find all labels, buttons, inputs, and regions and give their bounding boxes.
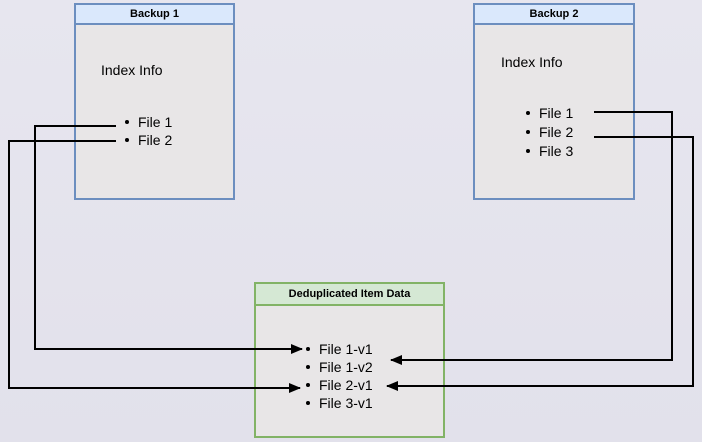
bullet-icon [306,401,310,405]
list-item: File 3 [526,141,573,160]
list-item: File 3-v1 [306,394,373,412]
dedup-title: Deduplicated Item Data [256,284,443,306]
bullet-icon [125,138,129,142]
bullet-icon [526,110,530,115]
backup2-box: Backup 2 Index Info File 1 File 2 File 3 [473,3,635,200]
bullet-icon [306,383,310,387]
list-item: File 2 [125,131,172,149]
list-item: File 1-v2 [306,358,373,376]
list-item-label: File 3-v1 [319,395,373,411]
bullet-icon [526,148,530,153]
list-item-label: File 2-v1 [319,377,373,393]
bullet-icon [306,365,310,369]
list-item: File 1 [125,113,172,131]
backup1-box: Backup 1 Index Info File 1 File 2 [74,3,235,200]
list-item-label: File 1 [539,104,574,121]
backup2-title: Backup 2 [475,5,633,25]
backup1-title: Backup 1 [76,5,233,25]
bullet-icon [125,120,129,124]
bullet-icon [526,129,530,134]
list-item-label: File 1 [138,114,173,130]
backup2-file-list: File 1 File 2 File 3 [526,103,573,160]
list-item-label: File 2 [539,123,574,140]
list-item-label: File 3 [539,142,574,159]
list-item-label: File 2 [138,132,173,148]
backup1-index-info-label: Index Info [101,62,163,78]
backup2-index-info-label: Index Info [501,54,563,70]
bullet-icon [306,347,310,351]
list-item: File 1 [526,103,573,122]
list-item: File 2 [526,122,573,141]
list-item: File 2-v1 [306,376,373,394]
list-item-label: File 1-v1 [319,341,373,357]
list-item-label: File 1-v2 [319,359,373,375]
list-item: File 1-v1 [306,340,373,358]
backup1-file-list: File 1 File 2 [125,113,172,149]
